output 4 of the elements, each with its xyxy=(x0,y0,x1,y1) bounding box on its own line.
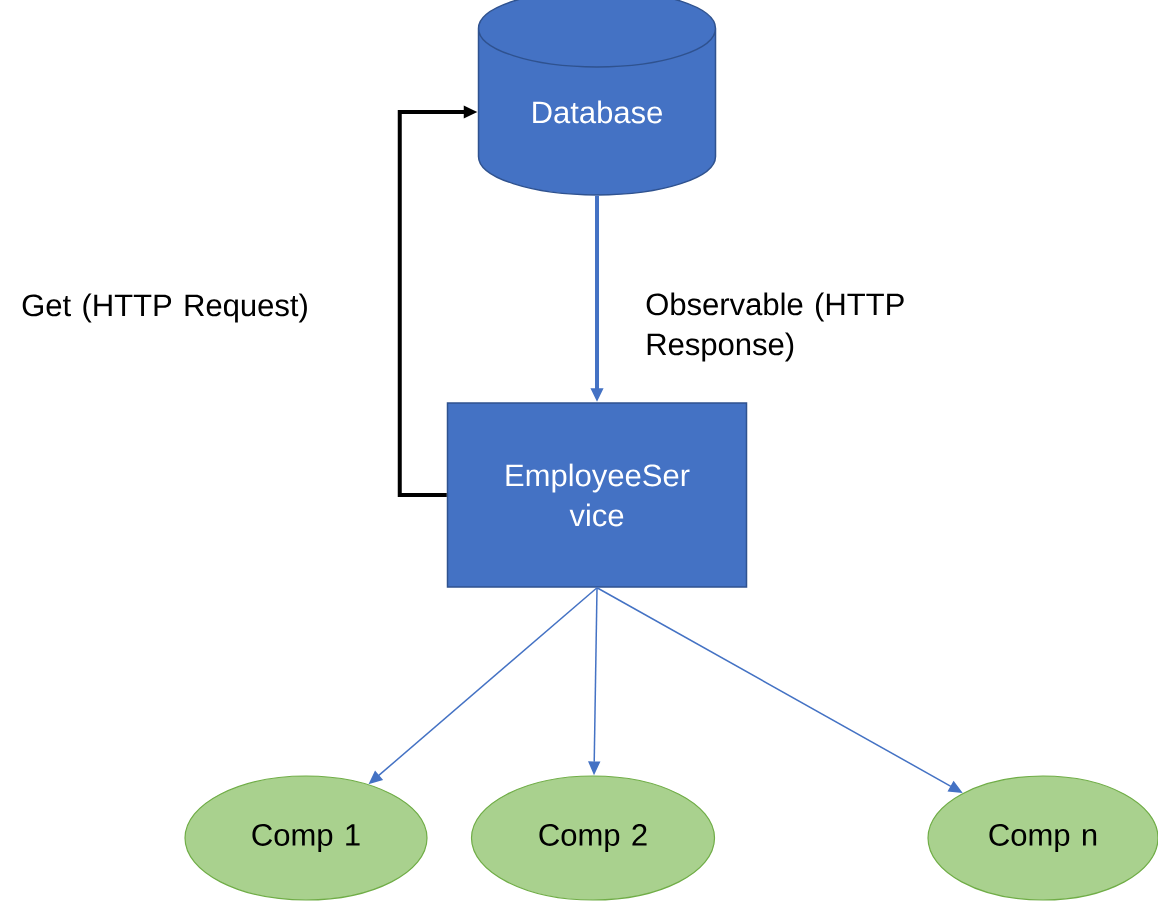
edge-label: Observable (HTTP Response) xyxy=(646,292,904,362)
database-cylinder: Database xyxy=(477,0,717,196)
service-box: EmployeeSer vice xyxy=(446,402,748,588)
edge-label: Get (HTTP Request) xyxy=(22,293,307,323)
